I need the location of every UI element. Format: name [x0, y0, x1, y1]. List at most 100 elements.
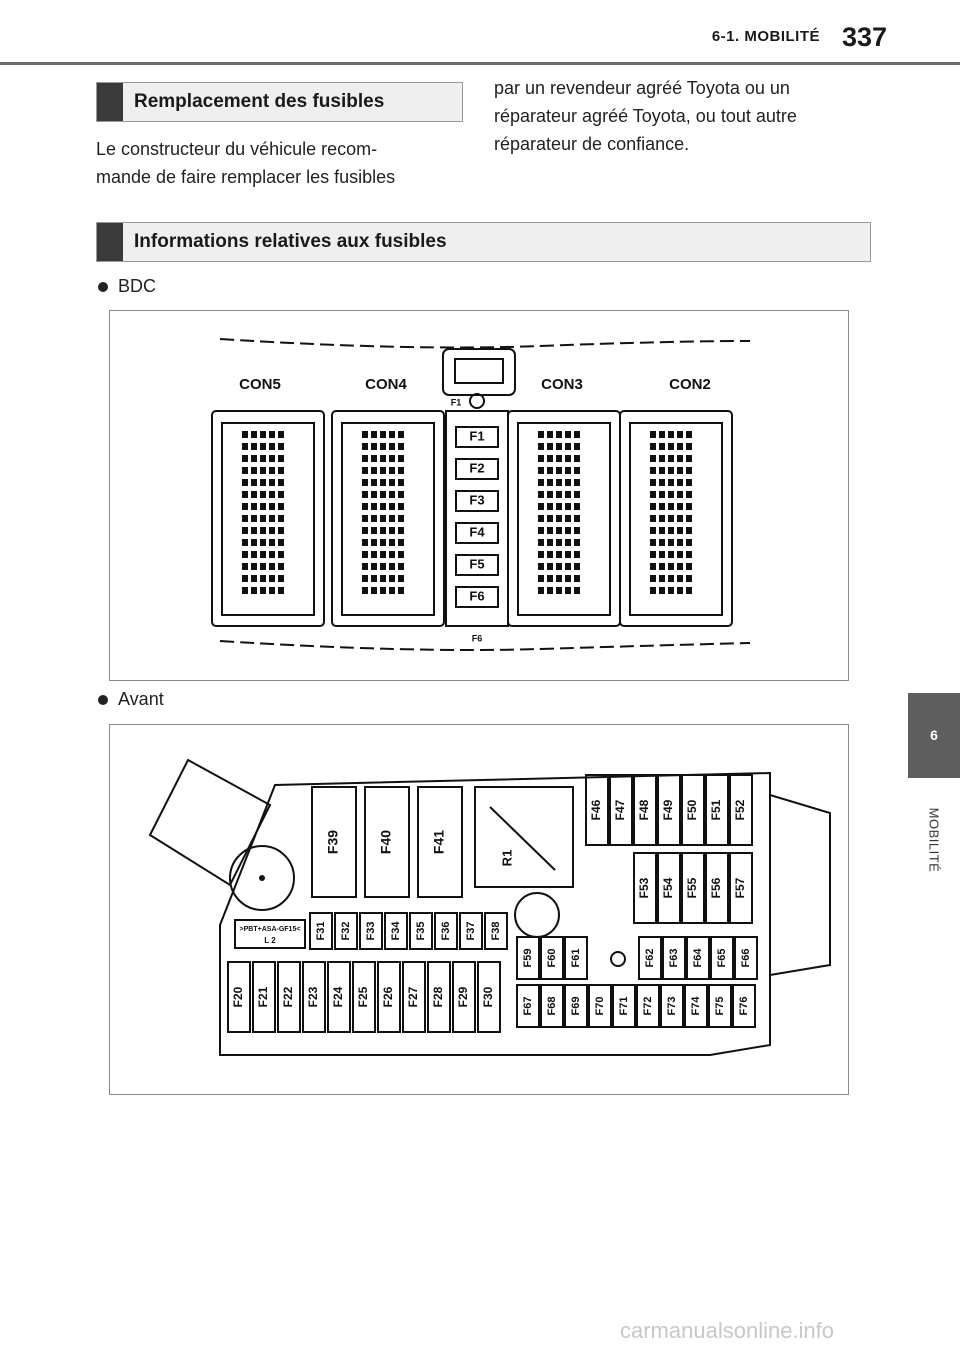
fuse-slot: [734, 936, 758, 980]
relay-label: R1: [499, 850, 514, 867]
connector-pin: [650, 575, 656, 582]
connector-pin: [278, 443, 284, 450]
fuse-slot: [277, 961, 301, 1033]
connector-pin: [547, 455, 553, 462]
connector-pin: [269, 467, 275, 474]
fuse-slot: [638, 936, 662, 980]
connector-pin: [565, 527, 571, 534]
fuse-label: F34: [390, 921, 402, 941]
chapter-tab[interactable]: 6: [908, 693, 960, 778]
connector-pin: [556, 587, 562, 594]
connector-pin: [371, 491, 377, 498]
connector-pin: [380, 527, 386, 534]
connector-pin: [380, 515, 386, 522]
fuse-label: F30: [481, 986, 495, 1007]
connector-pin: [389, 431, 395, 438]
connector-pin: [677, 563, 683, 570]
connector-pin: [278, 563, 284, 570]
connector-pin: [659, 527, 665, 534]
connector-pin: [242, 539, 248, 546]
connector-pin: [398, 455, 404, 462]
connector-pin: [556, 515, 562, 522]
connector-pin: [242, 443, 248, 450]
connector-pin: [242, 455, 248, 462]
fuse-slot: [477, 961, 501, 1033]
fuse-label: F41: [431, 830, 447, 854]
connector-pin: [380, 443, 386, 450]
fuse-label: F28: [431, 986, 445, 1007]
connector-pin: [668, 479, 674, 486]
connector-pin: [380, 575, 386, 582]
connector-pin: [556, 503, 562, 510]
connector-pin: [380, 491, 386, 498]
fuse-slot: [684, 984, 708, 1028]
bullet-dot: [98, 695, 108, 706]
fuse-label: F29: [456, 986, 470, 1007]
connector-pin: [686, 479, 692, 486]
connector-pin: [659, 479, 665, 486]
fuse-label: F49: [661, 799, 675, 820]
connector-pin: [677, 455, 683, 462]
connector-pin: [398, 431, 404, 438]
fuse-slot: [352, 961, 376, 1033]
connector-pin: [362, 479, 368, 486]
connector-label: CON5: [239, 376, 281, 393]
connector-pin: [650, 551, 656, 558]
page-number: 337: [842, 22, 888, 52]
connector-pin: [260, 539, 266, 546]
connector-pin: [251, 539, 257, 546]
connector-pin: [260, 527, 266, 534]
connector-block: [211, 410, 325, 627]
connector-pin: [686, 563, 692, 570]
connector-pin: [278, 503, 284, 510]
connector-pin: [362, 491, 368, 498]
connector-pin: [538, 539, 544, 546]
fuse-slot: [384, 912, 408, 950]
connector-pin: [389, 527, 395, 534]
connector-pin: [371, 587, 377, 594]
connector-pin: [650, 539, 656, 546]
watermark: carmanualsonline.info: [620, 1318, 835, 1343]
connector-pin: [650, 455, 656, 462]
connector-pin: [556, 527, 562, 534]
connector-pin: [565, 431, 571, 438]
fuse-slot: [455, 490, 499, 512]
fuse-label: F4: [469, 524, 485, 539]
connector-pin: [556, 431, 562, 438]
connector-pin: [659, 551, 665, 558]
fuse-slot: [309, 912, 333, 950]
connector-pin: [269, 539, 275, 546]
fuse-label: F35: [415, 922, 427, 941]
fuse-label: F21: [256, 986, 270, 1007]
fuse-slot: [588, 984, 612, 1028]
connector-pin: [260, 515, 266, 522]
connector-pin: [269, 527, 275, 534]
connector-pin: [260, 551, 266, 558]
connector-pin: [677, 551, 683, 558]
connector-block-inner: [221, 422, 315, 616]
connector-pin: [565, 455, 571, 462]
fuse-slot: [252, 961, 276, 1033]
connector-pin: [389, 479, 395, 486]
connector-pin: [650, 515, 656, 522]
fuse-slot: [516, 936, 540, 980]
fuse-slot: [409, 912, 433, 950]
connector-pin: [371, 563, 377, 570]
left-paragraph: Le constructeur du véhicule recom- mande…: [96, 135, 476, 191]
connector-pin: [269, 455, 275, 462]
fuse-label: F68: [546, 997, 558, 1016]
fuse-slot: [434, 912, 458, 950]
connector-pin: [574, 443, 580, 450]
connector-pin: [362, 515, 368, 522]
fuse-label: F6: [469, 588, 484, 603]
connector-label: CON4: [365, 376, 407, 393]
connector-pin: [677, 491, 683, 498]
connector-pin: [538, 587, 544, 594]
connector-pin: [371, 539, 377, 546]
connector-pin: [269, 587, 275, 594]
fuse-slot: [657, 852, 681, 924]
connector-pin: [650, 503, 656, 510]
fuse-slot: [705, 774, 729, 846]
connector-pin: [677, 479, 683, 486]
housing-edge-bottom: [219, 640, 751, 651]
